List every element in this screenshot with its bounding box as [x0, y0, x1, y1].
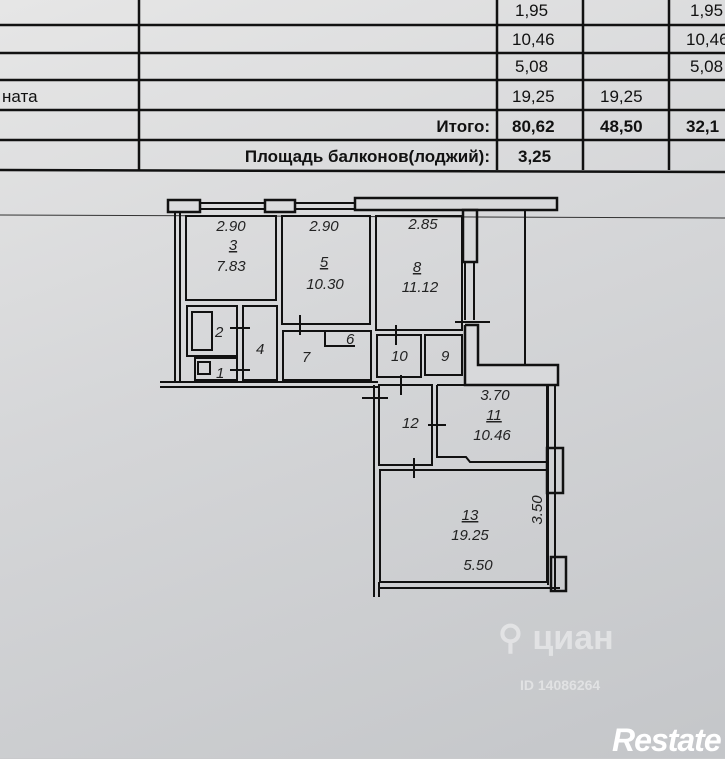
room-8-area: 11.12 [402, 279, 439, 296]
cian-pin-icon: ⚲ [498, 619, 523, 657]
room-2 [186, 305, 238, 357]
cell-aux: 10,46 [686, 30, 725, 49]
room-4 [242, 305, 278, 381]
room-5-number: 5 [320, 254, 329, 271]
room-3-number: 3 [229, 237, 238, 254]
cell-total: 19,25 [512, 87, 555, 106]
room-7-number: 7 [302, 349, 311, 366]
wall-segment [166, 198, 202, 214]
room-13-area: 19.25 [451, 527, 489, 544]
cell-aux: 1,95 [690, 1, 723, 20]
room-8-number: 8 [413, 259, 422, 276]
cian-logo-text: циан [532, 619, 614, 657]
cell-total: 1,95 [515, 1, 548, 20]
room-5 [281, 215, 371, 325]
room-9 [424, 334, 463, 376]
room-13-number: 13 [462, 507, 479, 524]
room-2-number: 2 [214, 324, 224, 341]
restate-logo: Restate [612, 722, 722, 758]
totals-total: 80,62 [512, 117, 555, 136]
room-7 [282, 330, 372, 381]
wall-segment [263, 198, 297, 214]
cian-watermark: ⚲ циан [498, 618, 614, 658]
room-5-area: 10.30 [306, 276, 344, 293]
room-13-depth: 3.50 [529, 495, 546, 525]
wall-segment [353, 196, 559, 212]
room-5-width: 2.90 [308, 218, 339, 235]
room-11-area: 10.46 [473, 427, 511, 444]
room-3-area: 7.83 [216, 258, 246, 275]
totals-label: Итого: [436, 117, 490, 136]
cian-id-watermark: ID 14086264 [520, 677, 601, 693]
room-11-number: 11 [486, 407, 502, 424]
row-label: ната [2, 87, 38, 106]
room-3-width: 2.90 [215, 218, 246, 235]
totals-aux: 32,1 [686, 117, 719, 136]
room-6-number: 6 [346, 331, 355, 348]
room-11-width: 3.70 [480, 387, 510, 404]
room-8-width: 2.85 [407, 216, 438, 233]
room-10 [376, 334, 422, 378]
room-3 [185, 215, 277, 301]
room-9-number: 9 [441, 348, 450, 365]
balcony-label: Площадь балконов(лоджий): [245, 147, 490, 166]
room-4-number: 4 [256, 341, 264, 358]
balcony-value: 3,25 [518, 147, 551, 166]
cell-aux: 5,08 [690, 57, 723, 76]
room-12-number: 12 [402, 415, 419, 432]
room-8 [375, 215, 463, 331]
cell-total: 5,08 [515, 57, 548, 76]
room-13-width: 5.50 [463, 557, 493, 574]
cell-total: 10,46 [512, 30, 555, 49]
cell-living: 19,25 [600, 87, 643, 106]
room-1-number: 1 [216, 365, 224, 382]
totals-living: 48,50 [600, 117, 643, 136]
room-10-number: 10 [391, 348, 408, 365]
